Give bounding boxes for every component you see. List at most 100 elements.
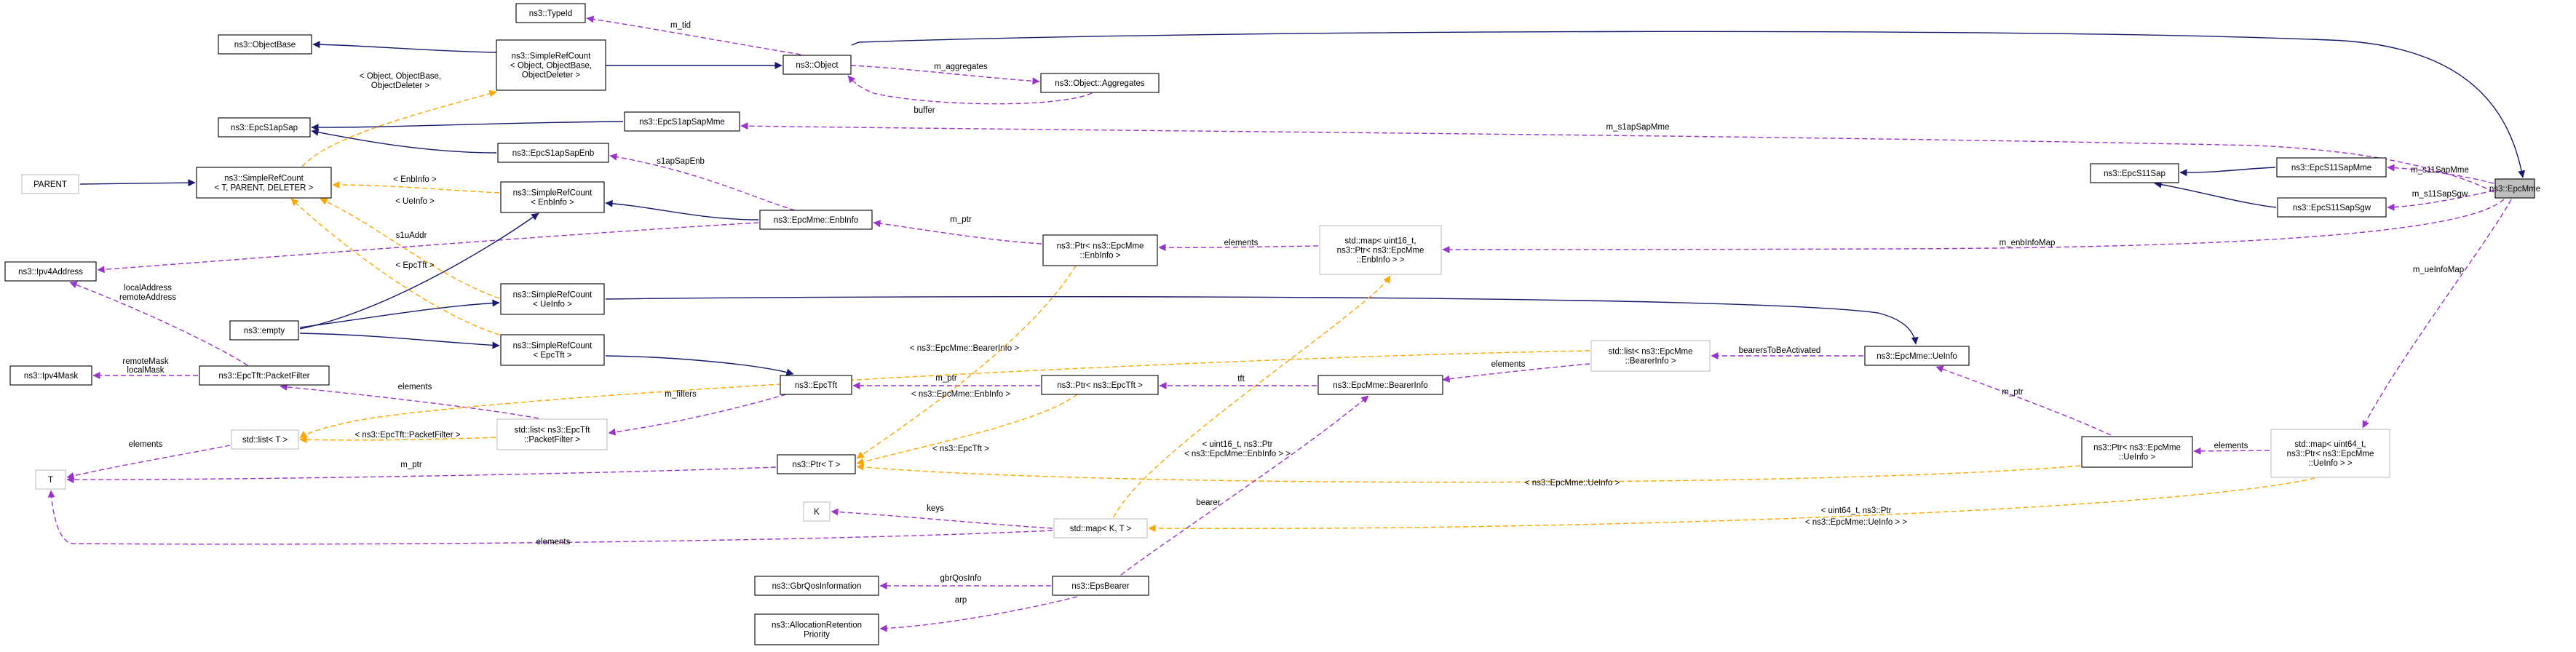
edge-ipv4-address-to-enb-info-line <box>97 222 759 274</box>
class-node-box <box>1041 375 1159 395</box>
class-node-srcobject[interactable]: ns3::SimpleRefCount< Object, ObjectBase,… <box>496 39 606 91</box>
class-node-list-t[interactable]: std::list< T > <box>231 429 299 450</box>
edge-epc-s11-sap-to-epc-s11-sap-sgw <box>2154 180 2277 208</box>
class-node-enb-info[interactable]: ns3::EpcMme::EnbInfo <box>759 210 873 230</box>
class-node-parent[interactable]: PARENT <box>21 174 79 194</box>
class-node-label: ns3::EpcS1apSapEnb <box>512 149 595 158</box>
class-node-box <box>2270 429 2390 478</box>
edge-list-pf-to-packet-filter: elements <box>280 383 539 419</box>
class-node-type-id[interactable]: ns3::TypeId <box>515 3 586 23</box>
class-node-box <box>1042 234 1158 266</box>
class-node-label: ns3::Ipv4Mask <box>24 372 78 381</box>
class-node-epc-tft[interactable]: ns3::EpcTft <box>780 375 852 395</box>
edge-label: < UeInfo > <box>395 197 435 206</box>
class-node-epc-s11-sap[interactable]: ns3::EpcS11Sap <box>2090 163 2179 183</box>
class-node-ipv4-mask[interactable]: ns3::Ipv4Mask <box>9 365 92 386</box>
class-node-object[interactable]: ns3::Object <box>782 55 852 75</box>
class-node-srcue-info[interactable]: ns3::SimpleRefCount< UeInfo > <box>500 283 605 315</box>
class-node-aggregates[interactable]: ns3::Object::Aggregates <box>1040 73 1160 93</box>
edge-srctpl-to-srcepc-tft: < EpcTft > <box>290 198 500 335</box>
class-node-epc-s1ap-sap[interactable]: ns3::EpcS1apSap <box>218 117 311 138</box>
class-node-map-enb[interactable]: std::map< uint16_t,ns3::Ptr< ns3::EpcMme… <box>1319 225 1442 275</box>
class-node-box <box>229 320 299 341</box>
class-node-ptr-t[interactable]: ns3::Ptr< T > <box>777 454 856 474</box>
edge-srcepc-tft-to-epc-tft <box>605 355 794 376</box>
edge-eps-bearer-to-bearer-info: bearer <box>1120 395 1369 576</box>
edge-enb-info-to-ptr-enb-info-line <box>873 220 1042 244</box>
class-node-box <box>803 501 831 522</box>
class-node-map-kt[interactable]: std::map< K, T > <box>1053 518 1148 538</box>
class-node-label: ns3::EpcS11SapMme <box>2291 164 2371 172</box>
edge-label: < ns3::EpcTft::PacketFilter > <box>354 431 460 440</box>
edge-alloc-ret-to-eps-bearer-line <box>879 596 1078 632</box>
class-node-label: ns3::AllocationRetention <box>772 621 862 630</box>
edge-label: ObjectDeleter > <box>371 82 430 90</box>
class-node-box <box>199 365 330 386</box>
class-node-list-pf[interactable]: std::list< ns3::EpcTft::PacketFilter > <box>496 418 608 450</box>
class-node-map-ue[interactable]: std::map< uint64_t,ns3::Ptr< ns3::EpcMme… <box>2270 429 2390 478</box>
class-node-label: ::BearerInfo > <box>1625 357 1676 366</box>
class-node-k[interactable]: K <box>803 501 831 522</box>
class-node-gbr-qos[interactable]: ns3::GbrQosInformation <box>754 576 879 596</box>
class-node-epc-mme[interactable]: ns3::EpcMme <box>2489 178 2540 199</box>
class-node-label: ns3::Ptr< ns3::EpcMme <box>2093 444 2181 453</box>
class-node-label: ns3::Ptr< T > <box>792 461 840 469</box>
class-node-ue-info[interactable]: ns3::EpcMme::UeInfo <box>1864 346 1970 366</box>
class-node-ptr-epc-tft[interactable]: ns3::Ptr< ns3::EpcTft > <box>1041 375 1159 395</box>
edge-list-pf-to-epc-tft: m_filters <box>608 390 787 436</box>
class-node-epc-s11-sap-mme[interactable]: ns3::EpcS11SapMme <box>2276 157 2387 178</box>
class-node-empty[interactable]: ns3::empty <box>229 320 299 341</box>
edge-label: < ns3::EpcMme::EnbInfo > > <box>1184 450 1291 458</box>
class-node-srcenb-info[interactable]: ns3::SimpleRefCount< EnbInfo > <box>500 181 605 213</box>
class-node-ptr-ue-info[interactable]: ns3::Ptr< ns3::EpcMme::UeInfo > <box>2081 436 2193 468</box>
class-node-epc-s11-sap-sgw[interactable]: ns3::EpcS11SapSgw <box>2277 197 2387 218</box>
edge-label: m_enbInfoMap <box>2000 239 2056 247</box>
class-node-box <box>218 34 312 55</box>
class-node-ptr-enb-info[interactable]: ns3::Ptr< ns3::EpcMme::EnbInfo > <box>1042 234 1158 266</box>
class-node-srcepc-tft[interactable]: ns3::SimpleRefCount< EpcTft > <box>500 334 605 366</box>
class-node-t[interactable]: T <box>35 469 66 490</box>
edge-object-base-to-srcobject <box>312 41 497 53</box>
edge-epc-s1ap-sap-to-epc-s1ap-sap-enb-line <box>311 128 497 154</box>
class-node-box <box>196 167 332 199</box>
edge-srcue-info-to-ue-info-line <box>605 296 1919 345</box>
edge-label: < uint64_t, ns3::Ptr <box>1821 506 1892 515</box>
edge-label: < ns3::EpcMme::BearerInfo > <box>910 344 1019 353</box>
edge-alloc-ret-to-eps-bearer: arp <box>879 596 1078 632</box>
class-node-label: ns3::EpcS1apSapMme <box>639 118 725 127</box>
class-node-label: < EnbInfo > <box>531 199 574 207</box>
class-node-eps-bearer[interactable]: ns3::EpsBearer <box>1052 576 1149 596</box>
class-node-box <box>496 418 608 450</box>
edge-label: arp <box>955 596 967 605</box>
edge-epc-s11-sap-to-epc-s11-sap-sgw-line <box>2154 180 2277 208</box>
class-node-box <box>1053 518 1148 538</box>
edge-map-kt-to-t: elements <box>47 490 1053 546</box>
class-node-label: ::UeInfo > > <box>2308 459 2352 468</box>
edge-epc-s11-sap-to-epc-s11-sap-mme-line <box>2179 167 2276 177</box>
edge-label: m_ptr <box>400 461 422 469</box>
edge-label: m_ptr <box>935 374 957 383</box>
class-node-box <box>2276 157 2387 178</box>
edge-empty-to-srcepc-tft-line <box>299 333 500 349</box>
edge-srcenb-info-to-enb-info <box>605 199 759 220</box>
edge-ptr-t-to-ptr-ue-info-line <box>856 463 2081 483</box>
class-node-list-bearer[interactable]: std::list< ns3::EpcMme::BearerInfo > <box>1590 340 1711 372</box>
class-node-object-base[interactable]: ns3::ObjectBase <box>218 34 312 55</box>
edge-epc-s1ap-sap-to-epc-s1ap-sap-enb <box>311 128 497 154</box>
edge-list-bearer-to-ue-info: bearersToBeActivated <box>1711 346 1863 359</box>
class-node-bearer-info[interactable]: ns3::EpcMme::BearerInfo <box>1317 375 1443 395</box>
class-node-label: < Object, ObjectBase, <box>510 62 592 71</box>
class-node-label: T <box>48 476 53 485</box>
class-node-ipv4-address[interactable]: ns3::Ipv4Address <box>4 261 97 282</box>
edge-label: < ns3::EpcMme::UeInfo > > <box>1805 518 1908 527</box>
class-node-packet-filter[interactable]: ns3::EpcTft::PacketFilter <box>199 365 330 386</box>
class-node-epc-s1ap-sap-mme[interactable]: ns3::EpcS1apSapMme <box>624 111 740 132</box>
class-node-box <box>1317 375 1443 395</box>
edge-object-to-aggregates: m_aggregates <box>850 63 1040 85</box>
class-node-srctpl[interactable]: ns3::SimpleRefCount< T, PARENT, DELETER … <box>196 167 332 199</box>
class-node-box <box>780 375 852 395</box>
class-node-epc-s1ap-sap-enb[interactable]: ns3::EpcS1apSapEnb <box>497 143 609 163</box>
edge-list-t-to-list-pf: < ns3::EpcTft::PacketFilter > <box>299 431 496 444</box>
